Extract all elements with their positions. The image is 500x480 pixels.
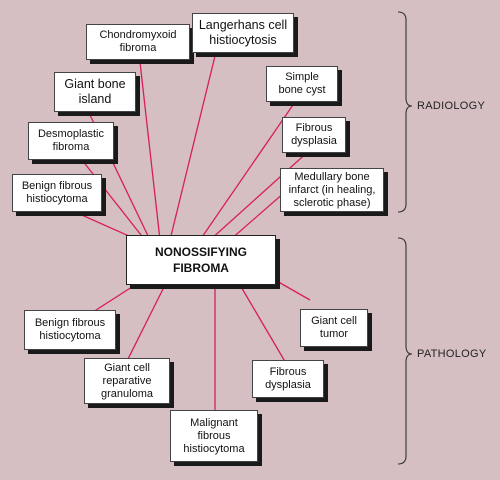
radiology-item-desmoplastic-fibroma: Desmoplastic fibroma [28, 122, 114, 160]
connector-line [139, 61, 161, 241]
radiology-item-giant-bone-island: Giant bone island [54, 72, 136, 112]
connector-line [124, 284, 166, 366]
pathology-brace [397, 237, 413, 465]
radiology-item-benign-fibrous-histiocytoma: Benign fibrous histiocytoma [12, 174, 102, 212]
connector-line [199, 101, 296, 241]
radiology-item-chondromyxoid-fibroma: Chondromyxoid fibroma [86, 24, 190, 60]
pathology-item-giant-cell-tumor: Giant cell tumor [300, 309, 368, 347]
connector-line [81, 159, 146, 241]
connector-line [169, 55, 216, 241]
group-label-radiology: RADIOLOGY [417, 100, 486, 112]
pathology-item-giant-cell-reparative-granuloma: Giant cell reparative granuloma [84, 358, 170, 404]
radiology-brace [397, 11, 413, 213]
radiology-item-simple-bone-cyst: Simple bone cyst [266, 66, 338, 102]
radiology-item-langerhans-cell-histiocytosis: Langerhans cell histiocytosis [192, 13, 294, 53]
connector-line [239, 284, 291, 371]
radiology-item-fibrous-dysplasia: Fibrous dysplasia [282, 117, 346, 153]
pathology-item-benign-fibrous-histiocytoma: Benign fibrous histiocytoma [24, 310, 116, 350]
pathology-item-fibrous-dysplasia: Fibrous dysplasia [252, 360, 324, 398]
center-nonossifying-fibroma: NONOSSIFYING FIBROMA [126, 235, 276, 285]
group-label-pathology: PATHOLOGY [417, 348, 487, 360]
connector-line [209, 149, 311, 241]
pathology-item-malignant-fibrous-histiocytoma: Malignant fibrous histiocytoma [170, 410, 258, 462]
connector-line [229, 191, 286, 241]
radiology-item-medullary-bone-infarct: Medullary bone infarct (in healing, scle… [280, 168, 384, 212]
connector-line [274, 279, 311, 301]
